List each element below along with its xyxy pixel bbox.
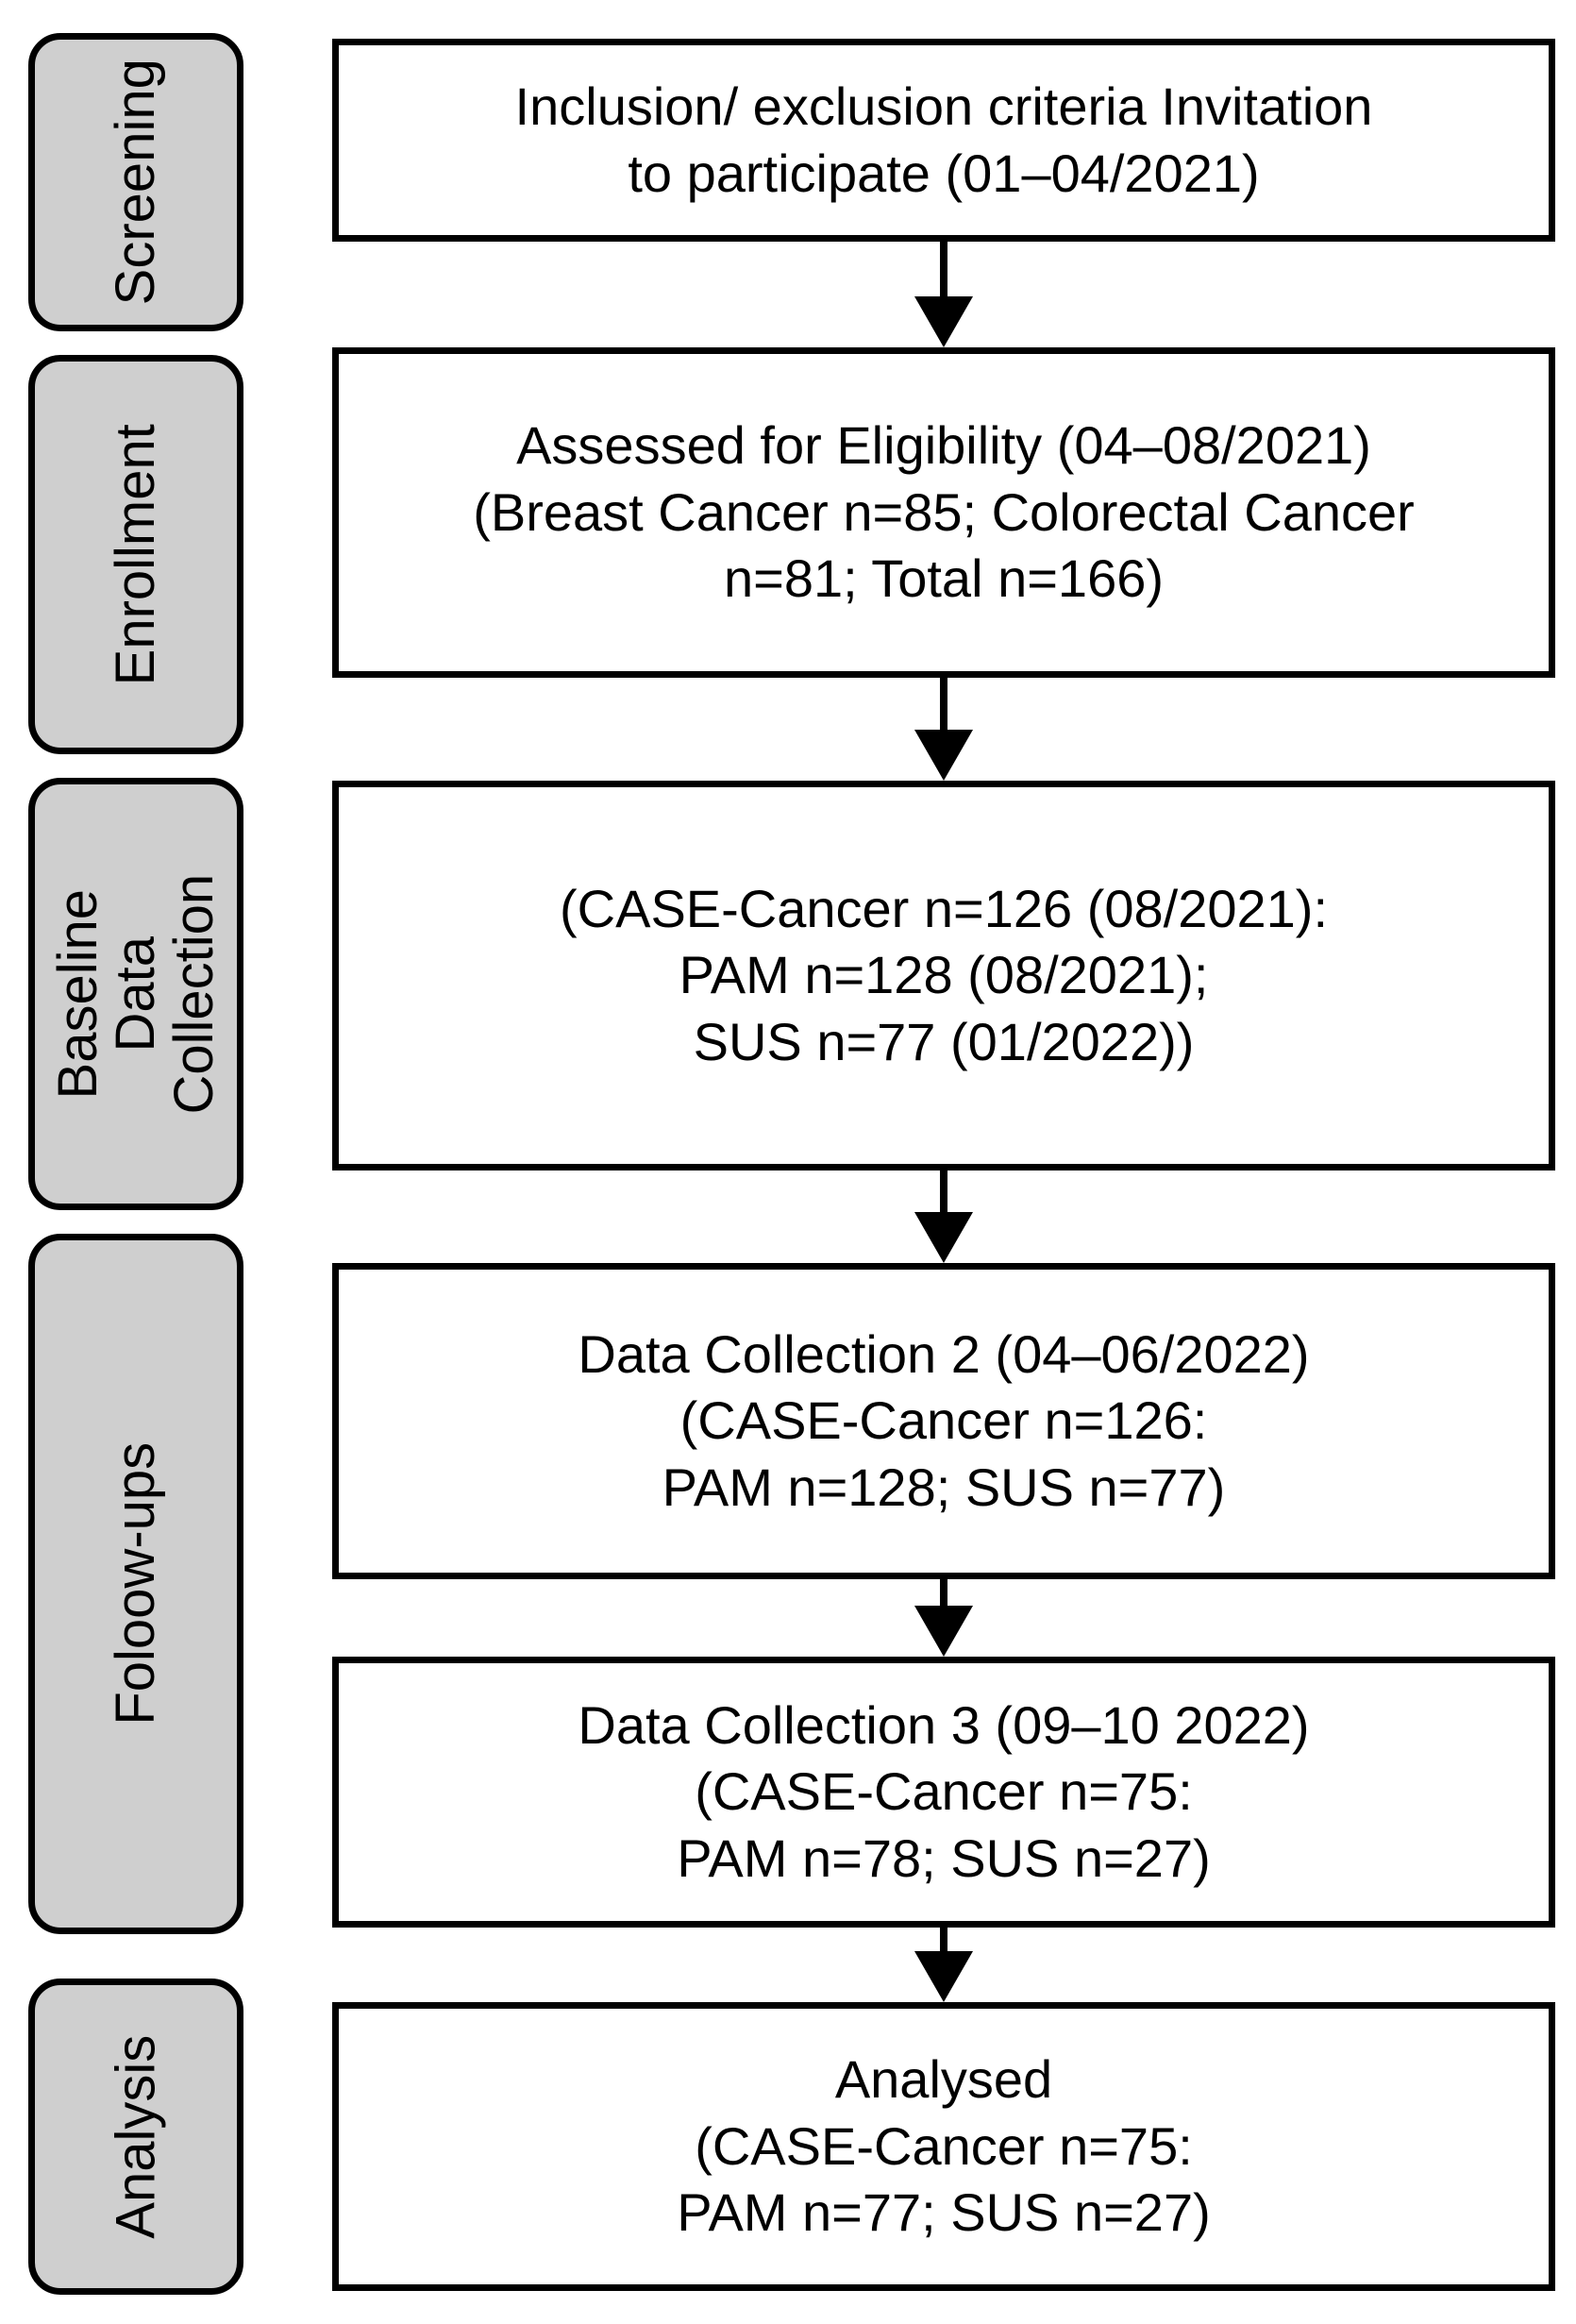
arrow-head xyxy=(914,1606,973,1657)
step-dc2-line-3: PAM n=128; SUS n=77) xyxy=(662,1457,1226,1517)
arrow-head xyxy=(914,730,973,781)
step-eligibility-line-1: Assessed for Eligibility (04–08/2021) xyxy=(516,415,1371,476)
arrow-shaft xyxy=(940,1170,947,1214)
arrow-shaft xyxy=(940,678,947,732)
step-box-data-collection-2: Data Collection 2 (04–06/2022) (CASE-Can… xyxy=(332,1263,1555,1579)
arrow-shaft xyxy=(940,1928,947,1953)
step-eligibility-line-2: (Breast Cancer n=85; Colorectal Cancer xyxy=(473,481,1415,542)
step-box-analysed: Analysed (CASE-Cancer n=75: PAM n=77; SU… xyxy=(332,2002,1555,2291)
stage-label-screening-text: Screening xyxy=(105,59,167,306)
step-eligibility-line-3: n=81; Total n=166) xyxy=(723,548,1165,609)
step-box-data-collection-3: Data Collection 3 (09–10 2022) (CASE-Can… xyxy=(332,1657,1555,1928)
stage-label-analysis: Analysis xyxy=(28,1979,243,2295)
step-box-analysed-text: Analysed (CASE-Cancer n=75: PAM n=77; SU… xyxy=(662,2046,1226,2247)
stage-label-followups-text: Foloow-ups xyxy=(105,1442,167,1726)
arrow-head xyxy=(914,296,973,347)
step-dc3-line-2: (CASE-Cancer n=75: xyxy=(695,1761,1193,1822)
step-box-data-collection-2-text: Data Collection 2 (04–06/2022) (CASE-Can… xyxy=(562,1322,1324,1522)
step-baseline-line-1: (CASE-Cancer n=126 (08/2021): xyxy=(560,878,1328,938)
step-dc3-line-3: PAM n=78; SUS n=27) xyxy=(677,1827,1211,1888)
step-analysed-line-3: PAM n=77; SUS n=27) xyxy=(677,2182,1211,2243)
step-box-baseline-text: (CASE-Cancer n=126 (08/2021): PAM n=128 … xyxy=(545,876,1343,1076)
step-box-baseline: (CASE-Cancer n=126 (08/2021): PAM n=128 … xyxy=(332,781,1555,1170)
arrow-head xyxy=(914,1212,973,1263)
step-analysed-line-2: (CASE-Cancer n=75: xyxy=(695,2115,1193,2176)
step-dc2-line-2: (CASE-Cancer n=126: xyxy=(679,1390,1208,1451)
arrow-head xyxy=(914,1951,973,2002)
step-analysed-line-1: Analysed xyxy=(834,2049,1053,2110)
step-box-eligibility-text: Assessed for Eligibility (04–08/2021) (B… xyxy=(458,413,1430,613)
stage-label-baseline-data-collection: Baseline Data Collection xyxy=(28,778,243,1210)
stage-label-followups: Foloow-ups xyxy=(28,1234,243,1934)
step-screening-line-1: Inclusion/ exclusion criteria Invitation xyxy=(514,76,1373,136)
stage-label-baseline-data-collection-text: Baseline Data Collection xyxy=(46,873,225,1115)
step-screening-line-2: to participate (01–04/2021) xyxy=(628,143,1260,203)
stage-label-analysis-text: Analysis xyxy=(105,2034,167,2239)
stage-label-screening: Screening xyxy=(28,33,243,331)
step-box-data-collection-3-text: Data Collection 3 (09–10 2022) (CASE-Can… xyxy=(562,1692,1324,1893)
step-box-screening: Inclusion/ exclusion criteria Invitation… xyxy=(332,39,1555,242)
arrow-shaft xyxy=(940,1579,947,1608)
step-box-screening-text: Inclusion/ exclusion criteria Invitation… xyxy=(500,74,1388,207)
arrow-shaft xyxy=(940,242,947,298)
step-box-eligibility: Assessed for Eligibility (04–08/2021) (B… xyxy=(332,347,1555,678)
step-baseline-line-3: SUS n=77 (01/2022)) xyxy=(693,1011,1195,1071)
stage-label-enrollment: Enrollment xyxy=(28,355,243,754)
step-dc3-line-1: Data Collection 3 (09–10 2022) xyxy=(578,1694,1310,1755)
stage-label-baseline-line-2: Collection xyxy=(162,873,225,1115)
stage-label-enrollment-text: Enrollment xyxy=(105,423,167,686)
step-baseline-line-2: PAM n=128 (08/2021); xyxy=(679,945,1209,1005)
stage-label-baseline-line-1: Baseline Data xyxy=(46,888,167,1100)
step-dc2-line-1: Data Collection 2 (04–06/2022) xyxy=(578,1323,1310,1384)
